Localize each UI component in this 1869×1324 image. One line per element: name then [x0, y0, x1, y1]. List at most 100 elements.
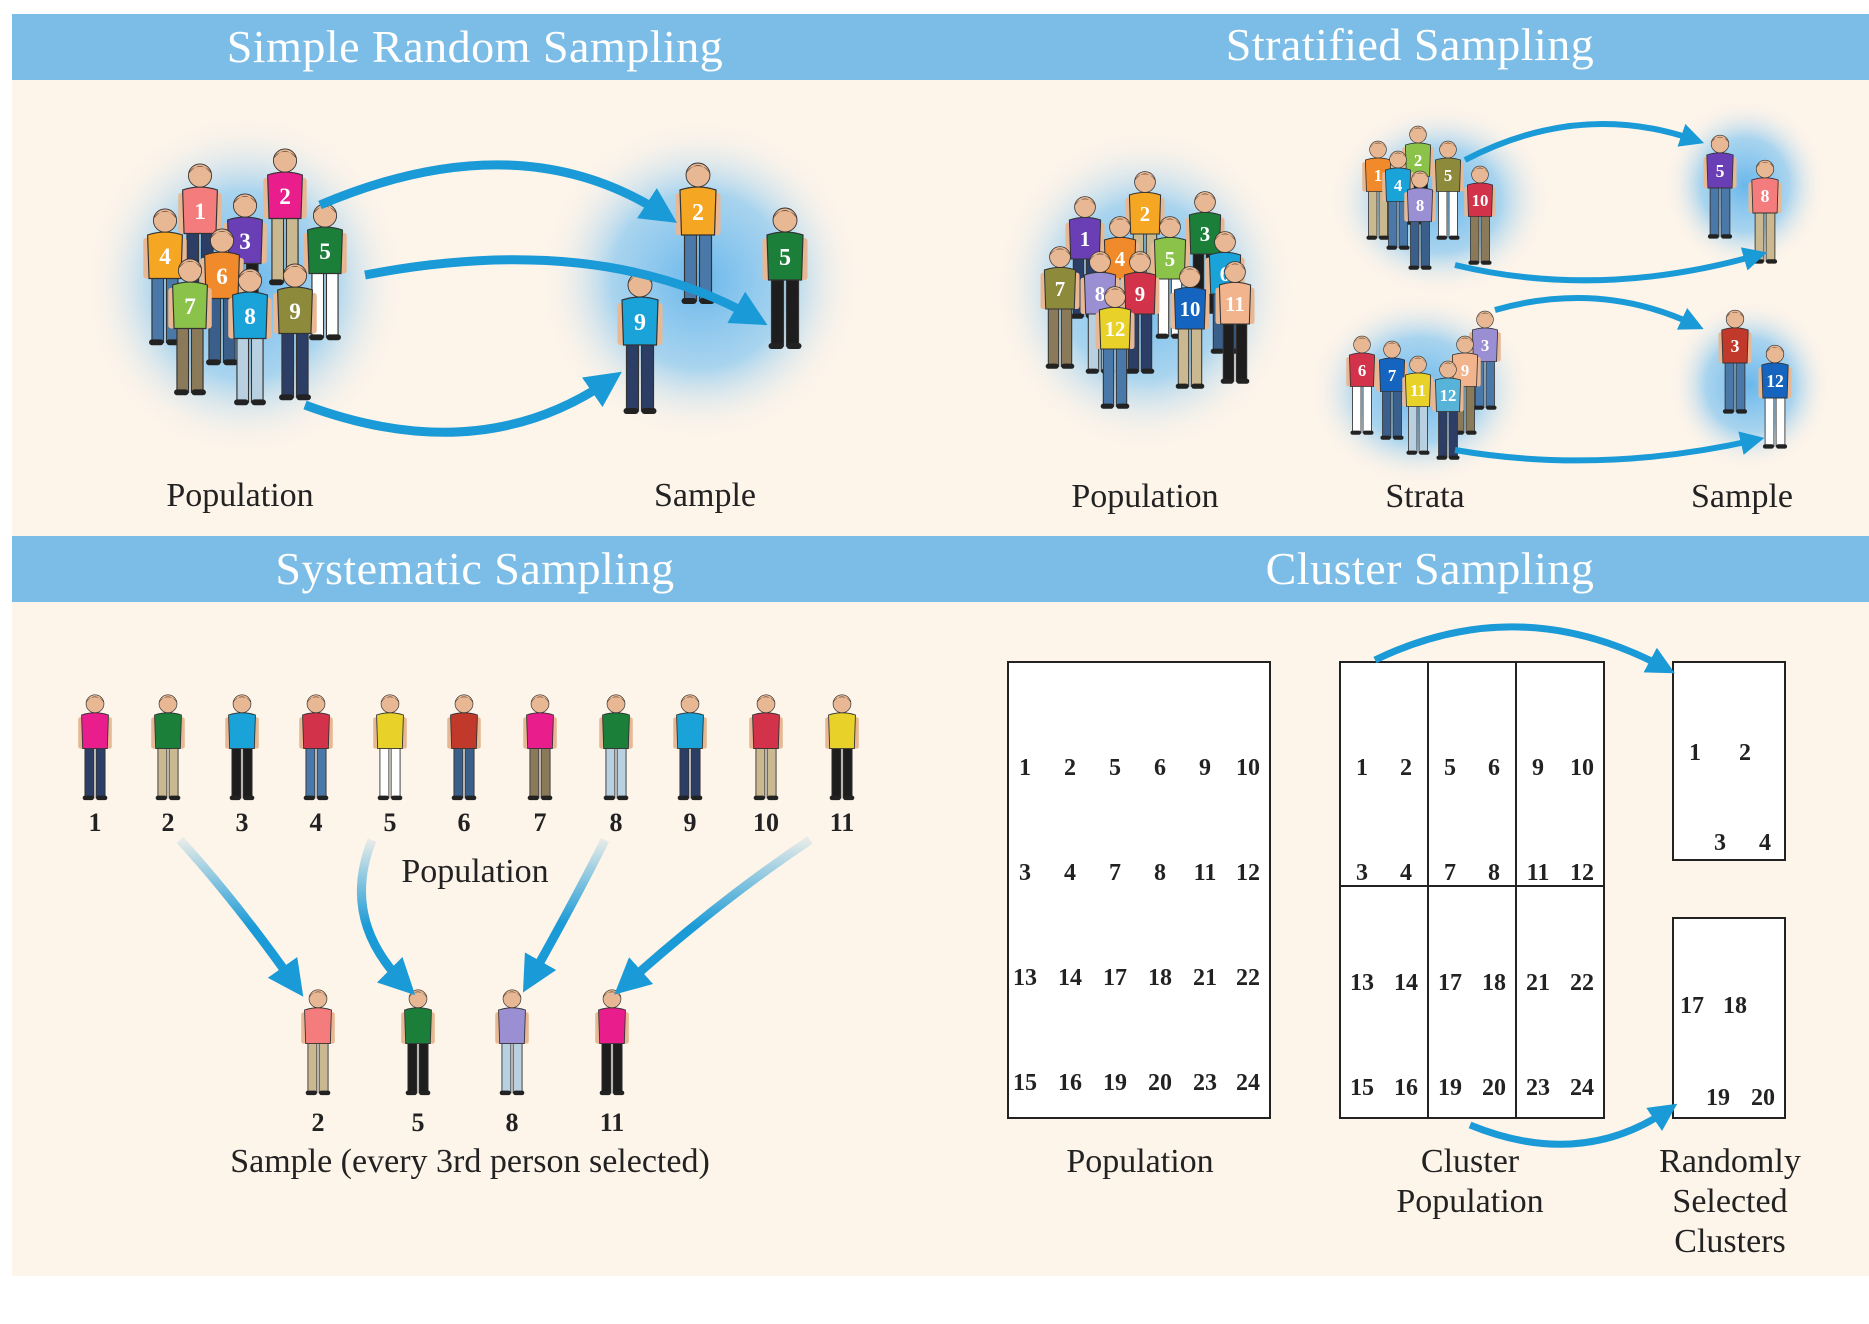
selected-cluster-2-number: 17 [1680, 993, 1704, 1019]
cluster-population-number: 1 [1019, 755, 1031, 781]
shirt-number: 10 [1180, 298, 1201, 321]
strat-population-label: Population [1071, 478, 1219, 515]
sys-arrow-2 [176, 836, 304, 997]
selected-clusters-label-line2: Selected [1672, 1183, 1788, 1220]
shirt-number: 2 [692, 200, 704, 226]
sys-population-number: 5 [383, 808, 397, 837]
sys-population-person [599, 694, 633, 801]
srs-sample-person: 5 [762, 207, 808, 349]
shirt-number: 4 [1115, 248, 1126, 271]
sys-population-person [78, 694, 112, 801]
sys-population-number: 1 [88, 808, 102, 837]
shirt-number: 3 [1481, 336, 1489, 355]
shirt-number: 5 [779, 245, 791, 271]
strat-stratum-b-person: 6 [1346, 335, 1378, 435]
cluster-population-number: 3 [1019, 860, 1031, 886]
sys-population-person [673, 694, 707, 801]
shirt-number: 5 [1716, 161, 1725, 181]
shirt-number: 1 [1374, 166, 1382, 185]
cluster-population-number: 2 [1064, 755, 1076, 781]
shirt-number: 11 [1225, 293, 1245, 316]
stratified-sampling-title: Stratified Sampling [1225, 19, 1595, 70]
top-header-bar [12, 14, 1869, 80]
cluster-grouped-number: 6 [1488, 755, 1500, 781]
sys-population-number: 3 [235, 808, 249, 837]
strat-population-person: 11 [1215, 261, 1255, 384]
sys-population-number: 8 [609, 808, 623, 837]
shirt-number: 2 [1140, 203, 1150, 226]
shirt-number: 5 [1444, 166, 1452, 185]
strat-sample-label: Sample [1691, 478, 1793, 515]
shirt-number: 6 [1358, 361, 1366, 380]
shirt-number: 9 [634, 310, 646, 336]
sys-sample-number: 8 [505, 1108, 519, 1137]
srs-population-person: 2 [263, 148, 307, 286]
sys-population-number: 11 [829, 808, 855, 837]
strat-population-person: 8 [1080, 251, 1120, 374]
shirt-number: 4 [159, 244, 171, 270]
shirt-number: 8 [1761, 186, 1770, 206]
strat-arrow-b-top [1494, 295, 1704, 330]
shirt-number: 8 [244, 304, 256, 330]
cluster-population-number: 15 [1013, 1070, 1037, 1096]
cluster-sampling-title: Cluster Sampling [1265, 543, 1595, 594]
cluster-population-box [1339, 661, 1605, 1119]
strat-population-person: 10 [1170, 266, 1210, 389]
cluster-population-grid-box [1007, 661, 1271, 1119]
shirt-number: 12 [1440, 386, 1457, 405]
shirt-number: 1 [1080, 228, 1090, 251]
selected-cluster-2-number: 18 [1723, 993, 1747, 1019]
cluster-grouped-number: 10 [1570, 755, 1594, 781]
cluster-grouped-number: 1 [1356, 755, 1368, 781]
shirt-number: 3 [1200, 223, 1210, 246]
strat-stratum-b-person: 12 [1432, 360, 1464, 460]
shirt-number: 2 [279, 184, 291, 210]
srs-population-label: Population [166, 477, 314, 514]
sys-population-label: Population [401, 853, 549, 890]
strat-sample-a-person: 5 [1703, 134, 1737, 239]
strat-sample-b-person: 3 [1718, 309, 1752, 414]
shirt-number: 9 [1461, 361, 1469, 380]
cluster-grouped-number: 21 [1526, 970, 1550, 996]
selected-cluster-2-number: 20 [1751, 1085, 1775, 1111]
selected-clusters-label-line1: Randomly [1659, 1143, 1801, 1180]
strat-arrow-a-bottom [1454, 247, 1768, 284]
sys-population-number: 4 [309, 808, 323, 837]
cluster-grouped-number: 4 [1400, 860, 1412, 886]
sys-population-person [523, 694, 557, 801]
srs-population-person: 8 [228, 268, 272, 406]
sys-population-person [151, 694, 185, 801]
srs-population-person: 7 [168, 258, 212, 396]
shirt-number: 5 [319, 239, 331, 265]
strat-sample-a-glow [1665, 100, 1825, 270]
shirt-number: 2 [1414, 151, 1422, 170]
cluster-grouped-number: 3 [1356, 860, 1368, 886]
sys-population-number: 9 [683, 808, 697, 837]
cluster-population-number: 11 [1193, 860, 1217, 886]
selected-cluster-1-number: 2 [1739, 740, 1751, 766]
srs-population-person: 5 [303, 203, 347, 341]
srs-population-person: 6 [200, 228, 244, 366]
cluster-grouped-number: 16 [1394, 1075, 1418, 1101]
cluster-population-number: 8 [1154, 860, 1166, 886]
cluster-population-number: 18 [1148, 965, 1172, 991]
shirt-number: 9 [1135, 283, 1145, 306]
srs-arrow-to-5 [364, 255, 768, 326]
cluster-population-number: 5 [1109, 755, 1121, 781]
shirt-number: 12 [1766, 371, 1784, 391]
cluster-population-number: 10 [1236, 755, 1260, 781]
cluster-grouped-number: 5 [1444, 755, 1456, 781]
sys-population-person [299, 694, 333, 801]
cluster-population-number: 24 [1236, 1070, 1260, 1096]
sys-population-person [825, 694, 859, 801]
selected-cluster-2-number: 19 [1706, 1085, 1730, 1111]
strat-stratum-a-person: 10 [1464, 165, 1496, 265]
cluster-grouped-number: 18 [1482, 970, 1506, 996]
sys-arrow-8 [522, 837, 610, 993]
selected-clusters-label-line3: Clusters [1674, 1223, 1786, 1260]
cluster-grouped-number: 9 [1532, 755, 1544, 781]
cluster-grouped-number: 20 [1482, 1075, 1506, 1101]
selected-cluster-1-number: 3 [1714, 830, 1726, 856]
shirt-number: 7 [1055, 278, 1065, 301]
selected-cluster-1-number: 4 [1759, 830, 1771, 856]
